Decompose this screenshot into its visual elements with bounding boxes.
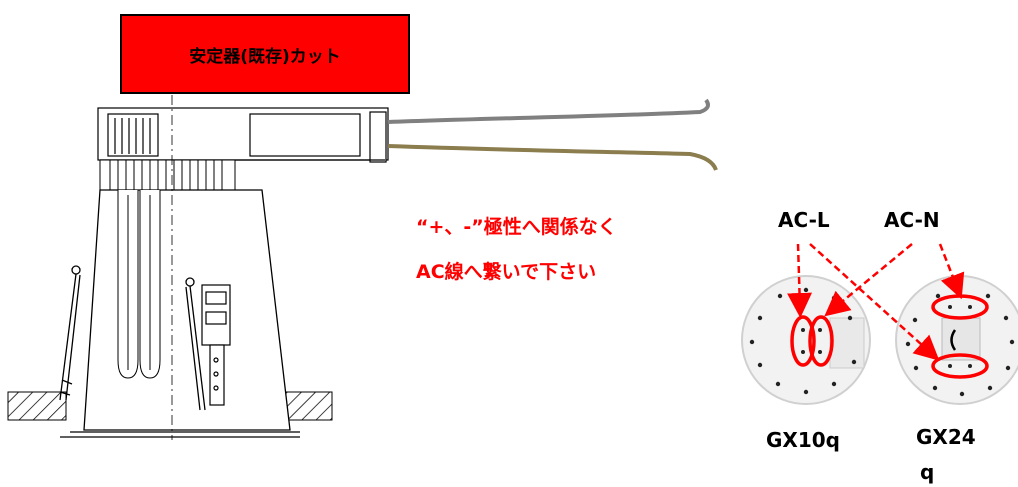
ac-n-pin-ring xyxy=(808,315,834,367)
lamp-tubes xyxy=(117,190,161,379)
ballast-box xyxy=(97,107,389,163)
arrow-acn-gx24q-top xyxy=(938,243,965,300)
mounting-spring-right xyxy=(185,277,206,411)
gx24q-label-line1: GX24 xyxy=(916,425,976,449)
gx24q-label-line2: q xyxy=(920,460,935,484)
reflector-body xyxy=(60,189,300,438)
banner-label: 安定器(既存)カット xyxy=(189,46,341,67)
housing-collar xyxy=(99,159,236,191)
polarity-note-line2: AC線へ繋いで下さい xyxy=(416,261,597,283)
arrow-acl-gx24q-bottom xyxy=(809,243,940,361)
gx24q-socket xyxy=(895,275,1018,405)
polarity-note-line1: “+、-”極性へ関係なく xyxy=(416,216,617,238)
mounting-spring-left xyxy=(59,265,81,401)
gx10q-label: GX10q xyxy=(766,428,840,452)
ceiling-hatch-left xyxy=(7,391,67,421)
gx24q-bottom-pin-ring xyxy=(931,353,989,379)
connection-arrows xyxy=(787,243,965,361)
arrow-acn-gx10q-right xyxy=(824,243,913,317)
gray-wire xyxy=(387,98,710,124)
socket-bracket xyxy=(201,284,231,406)
ac-l-label: AC-L xyxy=(778,208,830,232)
olive-wire xyxy=(387,144,718,171)
ballast-cut-banner: 安定器(既存)カット xyxy=(120,14,410,94)
ac-n-label: AC-N xyxy=(884,208,940,232)
